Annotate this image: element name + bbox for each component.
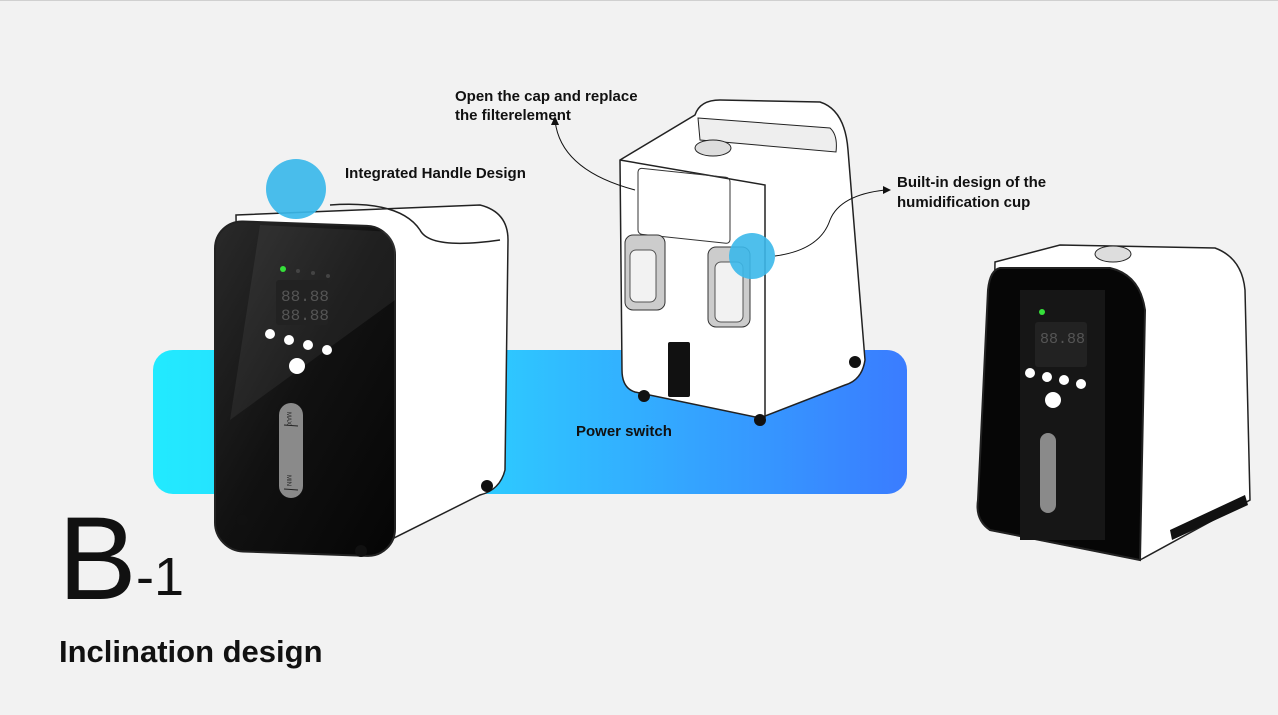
callout-filter-line1: Open the cap and replace [455,88,638,105]
plus-button[interactable] [284,335,294,345]
water-level-gauge [279,403,303,498]
power-button[interactable] [289,358,305,374]
top-divider [0,0,1278,1]
gauge-min-label: MIN [285,475,291,486]
mode-button[interactable] [265,329,275,339]
cup-arrow [774,189,886,257]
callout-filter-line2: the filterelement [455,107,571,124]
section-title: Inclination design [59,634,323,669]
callout-power-switch: Power switch [576,423,672,440]
filter-arrow [554,119,636,191]
power-switch[interactable] [668,342,690,397]
device-front-view: 88.88 [976,244,1251,562]
callout-cup-line2: humidification cup [897,194,1031,211]
display-digits-bottom: 88.88 [281,307,329,325]
display-digits-right: 88.88 [1040,331,1085,348]
minus-button[interactable] [303,340,313,350]
display-digits-top: 88.88 [281,288,329,306]
gauge-max-label: MAX [285,412,291,425]
section-letter: B [58,493,137,625]
section-number: -1 [136,547,185,607]
callout-cup-line1: Built-in design of the [897,174,1047,191]
handle-highlight [266,159,326,219]
cup-highlight [729,233,775,279]
callout-handle: Integrated Handle Design [345,165,526,182]
timer-button[interactable] [322,345,332,355]
device-front-angled: 88.88 88.88 MAX MIN [214,203,509,557]
